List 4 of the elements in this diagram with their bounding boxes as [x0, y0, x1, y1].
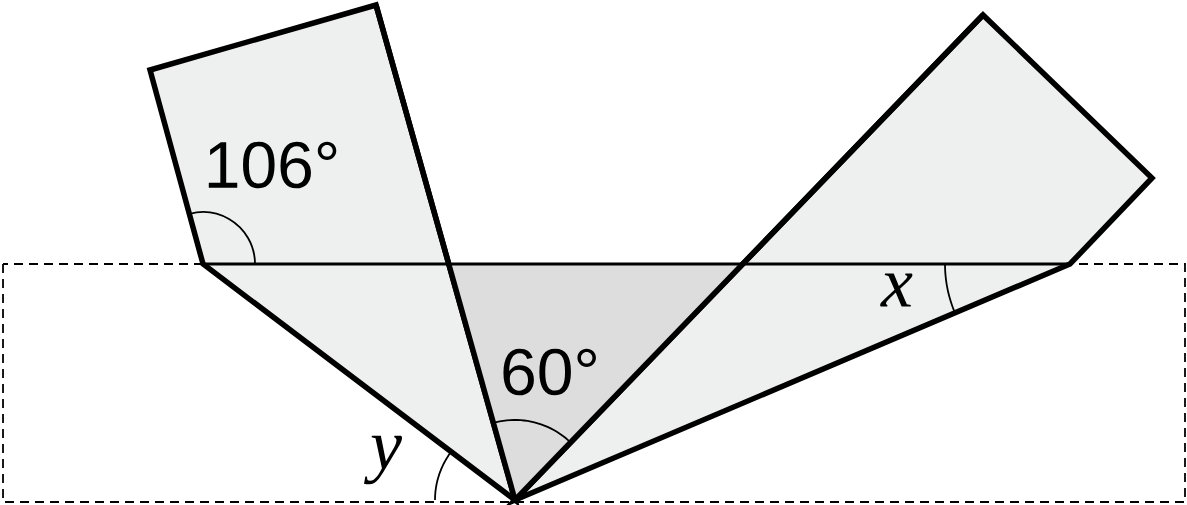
angle-label: 60°	[503, 348, 596, 396]
variable-label: y	[364, 435, 402, 485]
angle-label: 106°	[208, 141, 337, 189]
variable-label: x	[880, 273, 913, 307]
